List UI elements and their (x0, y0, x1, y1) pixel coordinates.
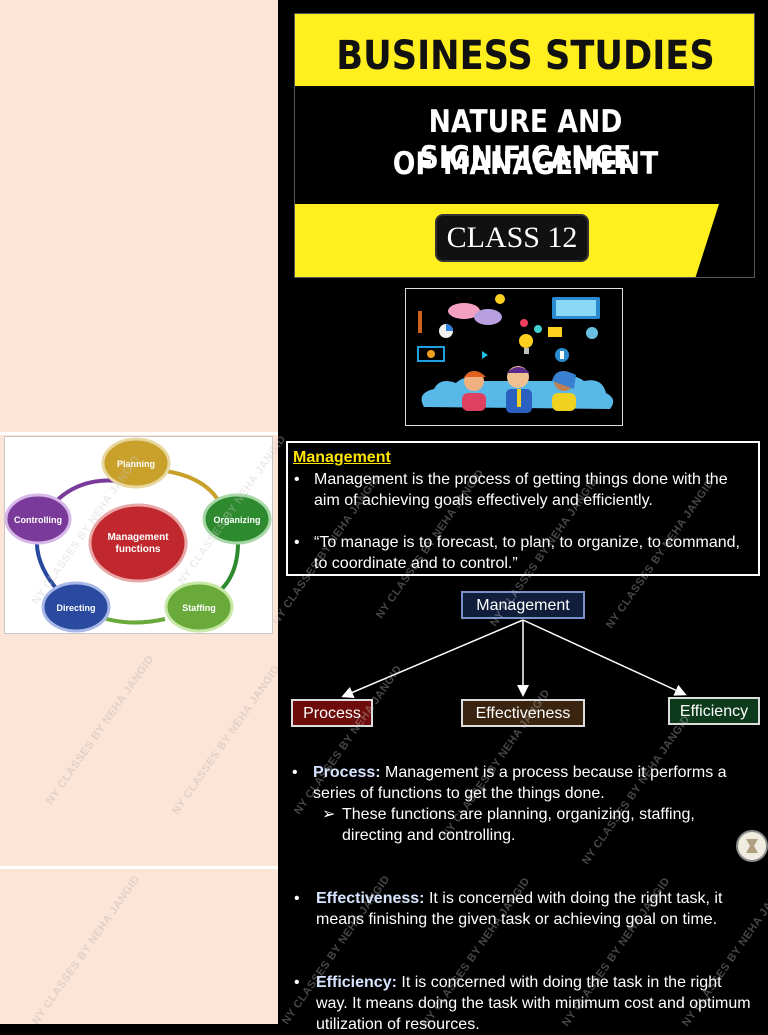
flowchart-arrows (341, 619, 687, 699)
diagram-center-label-line1: Management (107, 532, 169, 543)
banner-title: BUSINESS STUDIES (336, 33, 715, 79)
arrow-bullet-icon: ➢ (322, 806, 336, 823)
process-subpoint-text: These functions are planning, organizing… (342, 806, 695, 844)
diagram-center-label-line2: functions (116, 544, 161, 555)
bullet-icon: • (294, 974, 300, 991)
definition-heading: Management (293, 449, 391, 466)
effectiveness-label: Effectiveness: (316, 890, 425, 907)
process-label: Process: (313, 764, 381, 781)
bullet-icon: • (294, 890, 300, 907)
diagram-node-planning (101, 437, 171, 489)
management-illustration (405, 288, 623, 426)
flowchart-root-management: Management (461, 591, 585, 619)
bullet-icon: • (292, 764, 298, 781)
diagram-node-label: Staffing (182, 603, 216, 613)
process-point: • Process: Management is a process becau… (292, 762, 732, 804)
flowchart-node-efficiency: Efficiency (668, 697, 760, 725)
management-functions-diagram: Management functions Planning Organizing… (4, 436, 273, 634)
banner-yellow-strip (295, 14, 754, 86)
efficiency-label: Efficiency: (316, 974, 397, 991)
flowchart-node-process: Process (291, 699, 373, 727)
diagram-node-organizing (202, 493, 272, 545)
definition-bullet: • “To manage is to forecast, to plan, to… (294, 532, 750, 574)
definition-bullet: • Management is the process of getting t… (294, 469, 750, 511)
diagram-node-controlling (4, 493, 72, 545)
diagram-node-label: Planning (117, 459, 155, 469)
banner-subtitle-line2: OF MANAGEMENT (392, 146, 659, 182)
panel-divider (0, 432, 278, 435)
bullet-icon: • (294, 471, 300, 488)
definition-bullet-text: Management is the process of getting thi… (314, 471, 728, 509)
process-subpoint: ➢ These functions are planning, organizi… (322, 804, 742, 846)
diagram-node-directing (41, 581, 111, 633)
panel-divider (0, 866, 278, 869)
diagram-center-node (88, 503, 188, 583)
diagram-node-label: Controlling (14, 515, 62, 525)
flowchart-node-effectiveness: Effectiveness (461, 699, 585, 727)
effectiveness-point: • Effectiveness: It is concerned with do… (294, 888, 756, 930)
diagram-node-label: Organizing (214, 515, 261, 525)
banner-subtitle-line1: NATURE AND SIGNIFICANCE (419, 104, 632, 176)
effectiveness-text: It is concerned with doing the right tas… (316, 890, 723, 928)
bullet-icon: • (294, 534, 300, 551)
process-text: Management is a process because it perfo… (313, 764, 727, 802)
class-label: CLASS 12 (435, 214, 589, 262)
title-banner: BUSINESS STUDIES NATURE AND SIGNIFICANCE… (294, 13, 755, 278)
definition-box: Management • Management is the process o… (286, 441, 760, 576)
diagram-node-label: Directing (56, 603, 95, 613)
diagram-node-staffing (164, 581, 234, 633)
logo-badge-icon (736, 830, 768, 862)
definition-quote-text: “To manage is to forecast, to plan, to o… (314, 534, 740, 572)
